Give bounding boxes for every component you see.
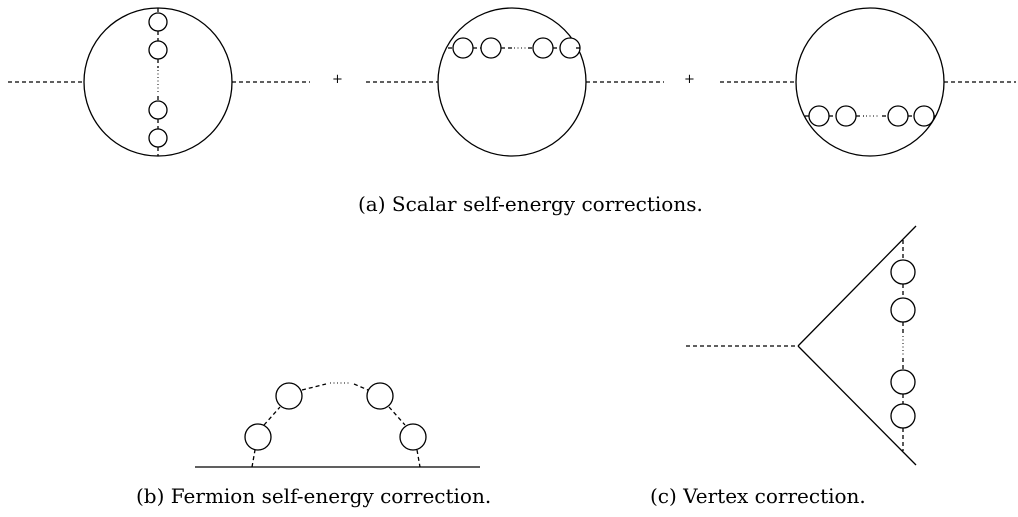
scalar-diagram-top-chain	[366, 7, 664, 157]
fermion-loop	[795, 7, 945, 157]
bubble	[890, 297, 916, 323]
bubble	[399, 423, 427, 451]
bubble	[890, 403, 916, 429]
scalar-diagram-bottom-chain	[720, 7, 1016, 157]
vertex-correction-diagram	[686, 225, 917, 466]
bubble	[808, 105, 830, 127]
chain-dash	[301, 383, 327, 391]
bubble	[148, 40, 168, 60]
bubble	[913, 105, 935, 127]
bubble	[480, 37, 502, 59]
caption-fermion-self-energy: (b) Fermion self-energy correction.	[136, 484, 492, 508]
bubble	[366, 382, 394, 410]
bubble	[275, 382, 303, 410]
caption-scalar-self-energy: (a) Scalar self-energy corrections.	[358, 192, 703, 216]
chain-dash	[251, 449, 256, 468]
bubble	[148, 100, 168, 120]
chain-dash	[416, 449, 421, 468]
bubble	[532, 37, 554, 59]
plus-sign-1: +	[332, 72, 343, 87]
bubble	[835, 105, 857, 127]
bubble	[452, 37, 474, 59]
bubble	[890, 369, 916, 395]
fermion-line-upper	[797, 225, 917, 347]
chain-dash	[353, 383, 369, 391]
bubble	[890, 259, 916, 285]
bubble	[244, 423, 272, 451]
chain-dash	[388, 406, 406, 426]
fermion-line-lower	[797, 345, 917, 466]
bubble	[148, 128, 168, 148]
bubble	[887, 105, 909, 127]
caption-vertex-correction: (c) Vertex correction.	[650, 484, 866, 508]
chain-dash	[263, 406, 281, 426]
plus-sign-2: +	[684, 72, 695, 87]
scalar-diagram-vertical-chain	[8, 7, 310, 157]
fermion-loop	[437, 7, 587, 157]
fermion-self-energy-diagram	[195, 382, 480, 468]
bubble	[148, 12, 168, 32]
